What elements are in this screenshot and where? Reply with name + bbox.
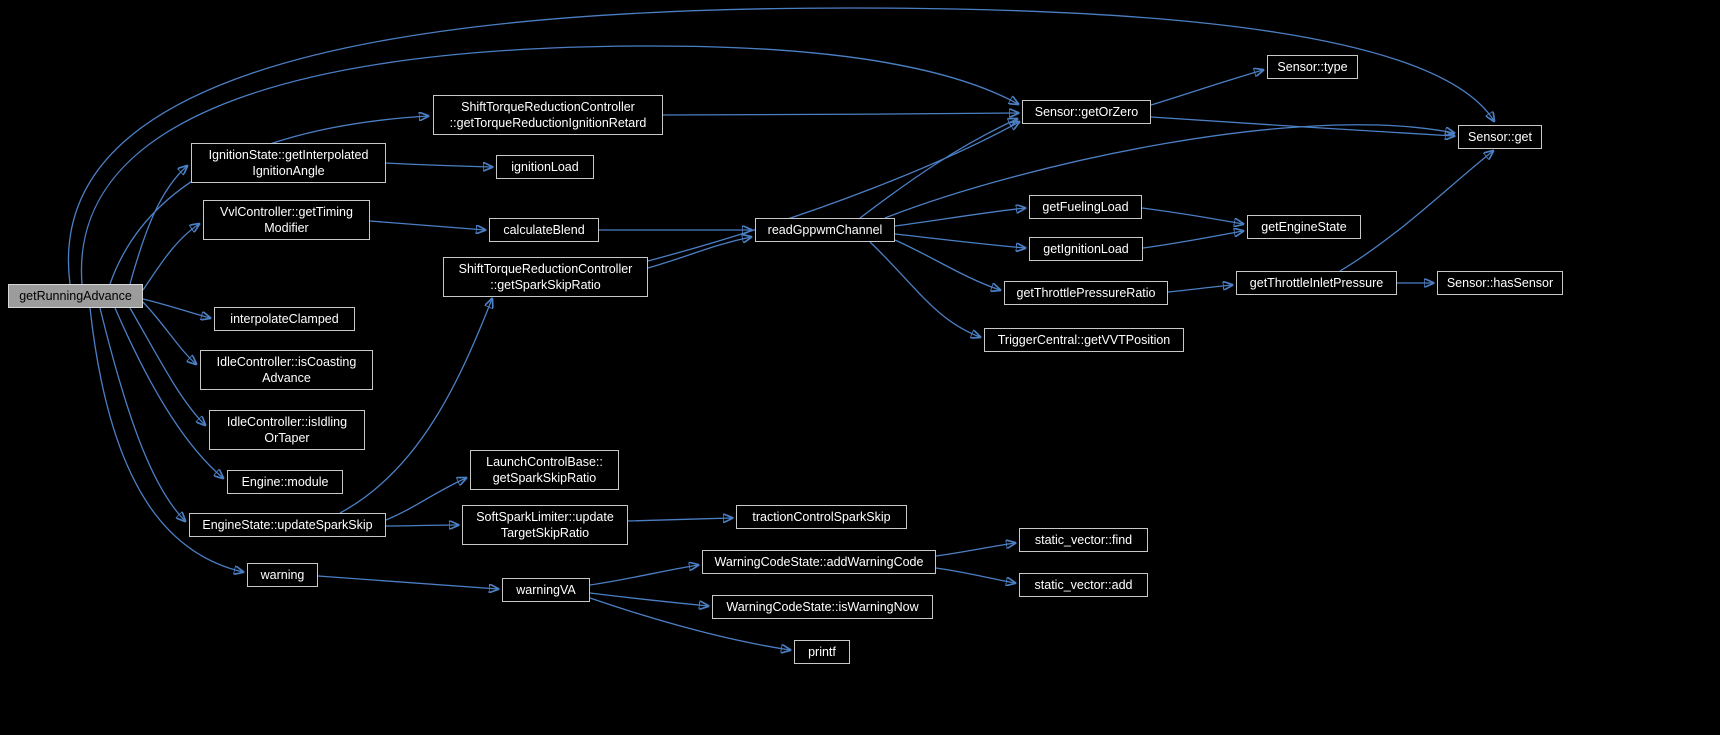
edge-timing-modifier-calculate-blend [369, 220, 485, 230]
node-is-idling-or-taper[interactable]: IdleController::isIdling OrTaper [209, 410, 365, 450]
edge-warning-va-add-warning-code [589, 565, 698, 586]
node-update-spark-skip[interactable]: EngineState::updateSparkSkip [189, 513, 386, 537]
edge-get-running-advance-is-coasting-advance [142, 301, 196, 364]
edge-read-gppwm-get-ignition-load [894, 233, 1025, 248]
edge-warning-va-is-warning-now [589, 592, 708, 606]
edge-get-running-advance-interpolated-ignition-angle [129, 166, 187, 285]
edge-sensor-get-or-zero-sensor-type [1150, 70, 1263, 106]
node-get-interpolated-ignition-angle[interactable]: IgnitionState::getInterpolated IgnitionA… [191, 143, 386, 183]
edge-throttle-inlet-pressure-sensor-get [1339, 151, 1493, 272]
node-static-vector-find[interactable]: static_vector::find [1019, 528, 1148, 552]
node-get-fueling-load[interactable]: getFuelingLoad [1029, 195, 1142, 219]
edge-update-spark-skip-update-target-skip-ratio [385, 525, 458, 526]
node-sensor-get[interactable]: Sensor::get [1458, 125, 1542, 149]
edge-read-gppwm-get-throttle-pressure-ratio [894, 239, 1000, 290]
edge-get-running-advance-sensor-get [67, 7, 1494, 285]
edge-interpolated-ignition-angle-ignition-load [385, 163, 492, 167]
edge-get-ignition-load-get-engine-state [1142, 231, 1243, 249]
node-is-warning-now[interactable]: WarningCodeState::isWarningNow [712, 595, 933, 619]
edge-update-target-skip-ratio-traction-control [627, 518, 732, 521]
edge-get-running-advance-timing-modifier [142, 224, 199, 291]
node-get-running-advance[interactable]: getRunningAdvance [8, 284, 143, 308]
node-add-warning-code[interactable]: WarningCodeState::addWarningCode [702, 550, 936, 574]
node-get-spark-skip-ratio[interactable]: ShiftTorqueReductionController ::getSpar… [443, 257, 648, 297]
node-warning[interactable]: warning [247, 563, 318, 587]
edge-throttle-pressure-ratio-throttle-inlet-pressure [1167, 285, 1232, 293]
edge-read-gppwm-get-fueling-load [894, 208, 1025, 227]
edge-get-fueling-load-get-engine-state [1141, 207, 1243, 224]
edge-read-gppwm-sensor-get [884, 124, 1454, 219]
edge-add-warning-code-static-vector-find [935, 543, 1015, 557]
node-interpolate-clamped[interactable]: interpolateClamped [214, 307, 355, 331]
edge-warning-warning-va [317, 575, 498, 589]
node-warning-va[interactable]: warningVA [502, 578, 590, 602]
edge-warning-va-printf [589, 597, 790, 650]
node-get-vvt-position[interactable]: TriggerCentral::getVVTPosition [984, 328, 1184, 352]
node-ignition-load[interactable]: ignitionLoad [496, 155, 594, 179]
edge-sensor-get-or-zero-sensor-get [1150, 116, 1454, 136]
edge-get-running-advance-is-idling-or-taper [129, 307, 205, 425]
node-get-engine-state[interactable]: getEngineState [1247, 215, 1361, 239]
edge-update-spark-skip-spark-skip-ratio [339, 299, 492, 514]
edge-get-running-advance-warning [89, 307, 243, 572]
node-get-torque-reduction-ignition-retard[interactable]: ShiftTorqueReductionController ::getTorq… [433, 95, 663, 135]
edge-get-running-advance-update-spark-skip [99, 307, 185, 521]
node-engine-module[interactable]: Engine::module [227, 470, 343, 494]
node-traction-control-spark-skip[interactable]: tractionControlSparkSkip [736, 505, 907, 529]
edge-add-warning-code-static-vector-add [935, 567, 1015, 583]
node-sensor-get-or-zero[interactable]: Sensor::getOrZero [1022, 100, 1151, 124]
edge-spark-skip-ratio-read-gppwm-channel [647, 237, 751, 269]
node-printf[interactable]: printf [794, 640, 850, 664]
node-is-coasting-advance[interactable]: IdleController::isCoasting Advance [200, 350, 373, 390]
node-static-vector-add[interactable]: static_vector::add [1019, 573, 1148, 597]
node-calculate-blend[interactable]: calculateBlend [489, 218, 599, 242]
node-launch-get-spark-skip-ratio[interactable]: LaunchControlBase:: getSparkSkipRatio [470, 450, 619, 490]
edge-get-running-advance-engine-module [114, 307, 223, 478]
edge-torque-reduction-retard-sensor-get-or-zero [662, 113, 1018, 115]
node-get-throttle-pressure-ratio[interactable]: getThrottlePressureRatio [1004, 281, 1168, 305]
edge-read-gppwm-get-vvt-position [869, 241, 980, 337]
node-sensor-type[interactable]: Sensor::type [1267, 55, 1358, 79]
node-get-timing-modifier[interactable]: VvlController::getTiming Modifier [203, 200, 370, 240]
node-get-ignition-load[interactable]: getIgnitionLoad [1029, 237, 1143, 261]
node-update-target-skip-ratio[interactable]: SoftSparkLimiter::update TargetSkipRatio [462, 505, 628, 545]
node-read-gppwm-channel[interactable]: readGppwmChannel [755, 218, 895, 242]
edge-get-running-advance-sensor-get-or-zero [80, 45, 1018, 285]
node-get-throttle-inlet-pressure[interactable]: getThrottleInletPressure [1236, 271, 1397, 295]
edge-update-spark-skip-launch-spark-skip-ratio [385, 478, 466, 521]
node-sensor-has-sensor[interactable]: Sensor::hasSensor [1437, 271, 1563, 295]
edge-spark-skip-ratio-sensor-get-or-zero [647, 122, 1019, 262]
edge-get-running-advance-interpolate-clamped [142, 298, 210, 318]
edge-read-gppwm-sensor-get-or-zero [859, 119, 1017, 219]
